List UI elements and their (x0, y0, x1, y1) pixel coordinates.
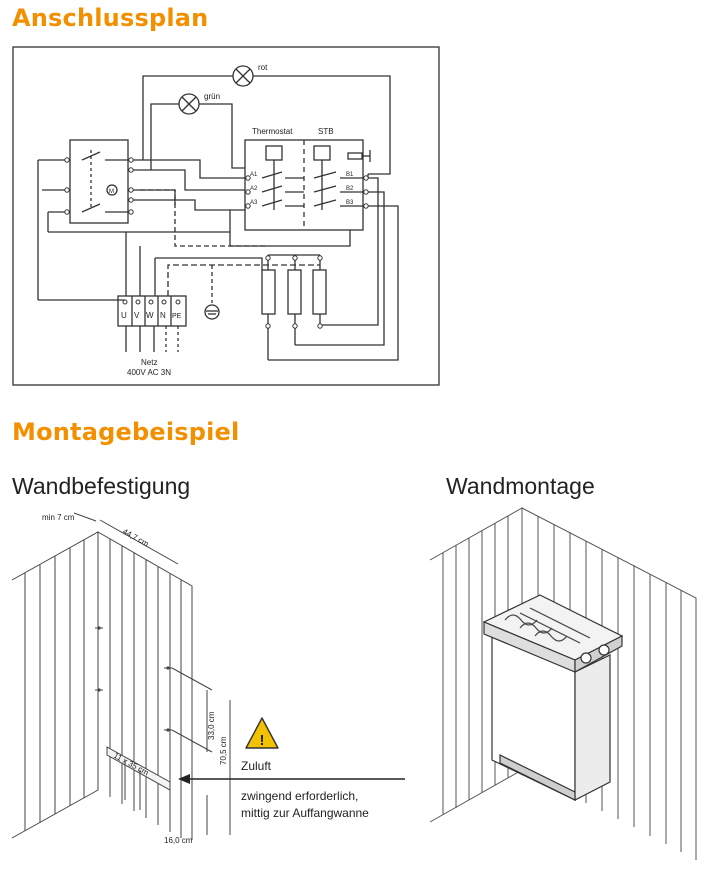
width-dimension-label: 44,7 cm (121, 527, 151, 549)
lamp-red-label: rot (258, 63, 268, 72)
mains-voltage-label: 400V AC 3N (127, 368, 171, 377)
dimension-70-label: 70,5 cm (219, 736, 228, 765)
warning-triangle-icon: ! (245, 717, 279, 749)
stb-label: STB (318, 127, 334, 136)
terminal-a2: A2 (250, 186, 258, 192)
terminal-w: W (146, 311, 154, 320)
dimension-33-label: 33,0 cm (207, 711, 216, 740)
motor-icon (106, 184, 118, 196)
wiring-heading: Anschlussplan (12, 4, 209, 32)
terminal-b3: B3 (346, 200, 354, 206)
wall-fix-illustration (11, 512, 231, 840)
min-distance-label: min 7 cm (42, 513, 75, 522)
terminal-block (117, 295, 187, 327)
lamp-green-label: grün (204, 92, 220, 101)
diagram-frame (12, 46, 440, 386)
vent-size-label: 11 x 35 cm (112, 751, 150, 778)
terminal-a3: A3 (250, 200, 258, 206)
wall-fix-heading: Wandbefestigung (12, 473, 191, 499)
mains-label: Netz (141, 358, 157, 367)
terminal-b2: B2 (346, 186, 354, 192)
dimension-16-label: 16,0 cm (164, 836, 193, 845)
heating-element (287, 269, 302, 315)
wiring-diagram: rot grün Thermostat STB M A1 A2 A3 B1 B2… (12, 46, 440, 386)
warning-glyph: ! (260, 732, 265, 749)
terminal-v: V (134, 311, 140, 320)
terminal-a1: A1 (250, 172, 258, 178)
terminal-b1: B1 (346, 172, 354, 178)
terminal-n: N (160, 311, 166, 320)
control-switch-box (69, 139, 129, 224)
airflow-label: Zuluft (241, 759, 272, 773)
heating-element (261, 269, 276, 315)
terminal-u: U (121, 311, 127, 320)
note-line-1: zwingend erforderlich, (241, 789, 358, 803)
ground-icon (204, 304, 220, 320)
note-line-2: mittig zur Auffangwanne (241, 806, 369, 820)
heating-element (312, 269, 327, 315)
wall-mount-illustration (429, 507, 697, 860)
terminal-pe: PE (172, 313, 182, 320)
motor-label: M (109, 189, 114, 195)
mounting-heading: Montagebeispiel (12, 418, 240, 446)
sauna-heater (482, 594, 624, 801)
wall-mount-heading: Wandmontage (446, 473, 595, 499)
thermostat-label: Thermostat (252, 127, 293, 136)
